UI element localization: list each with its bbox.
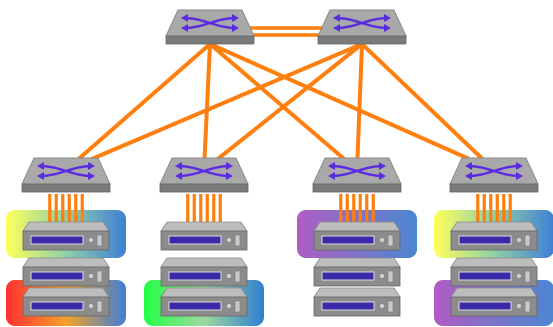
server-icon xyxy=(160,221,248,251)
network-links xyxy=(48,26,512,228)
server-icon xyxy=(450,257,538,287)
uplink-cable xyxy=(360,42,496,172)
network-switch-icon xyxy=(449,157,539,193)
network-switch-icon xyxy=(312,157,402,193)
uplink-cable xyxy=(202,42,212,172)
network-switch-icon xyxy=(21,157,111,193)
network-switch-icon xyxy=(317,9,407,45)
uplink-cable xyxy=(64,42,212,172)
network-switches xyxy=(21,9,539,193)
server-icon xyxy=(22,221,110,251)
server-icon xyxy=(450,287,538,317)
server-icon xyxy=(313,257,401,287)
server-icon xyxy=(450,221,538,251)
uplink-cable xyxy=(208,42,496,172)
network-switch-icon xyxy=(159,157,249,193)
server-icon xyxy=(313,287,401,317)
server-icon xyxy=(22,257,110,287)
server-icon xyxy=(160,287,248,317)
servers xyxy=(22,221,538,317)
uplink-cable xyxy=(355,42,364,172)
uplink-cable xyxy=(64,42,364,172)
server-icon xyxy=(22,287,110,317)
server-icon xyxy=(160,257,248,287)
uplink-cable xyxy=(202,42,364,172)
network-switch-icon xyxy=(165,9,255,45)
server-icon xyxy=(313,221,401,251)
